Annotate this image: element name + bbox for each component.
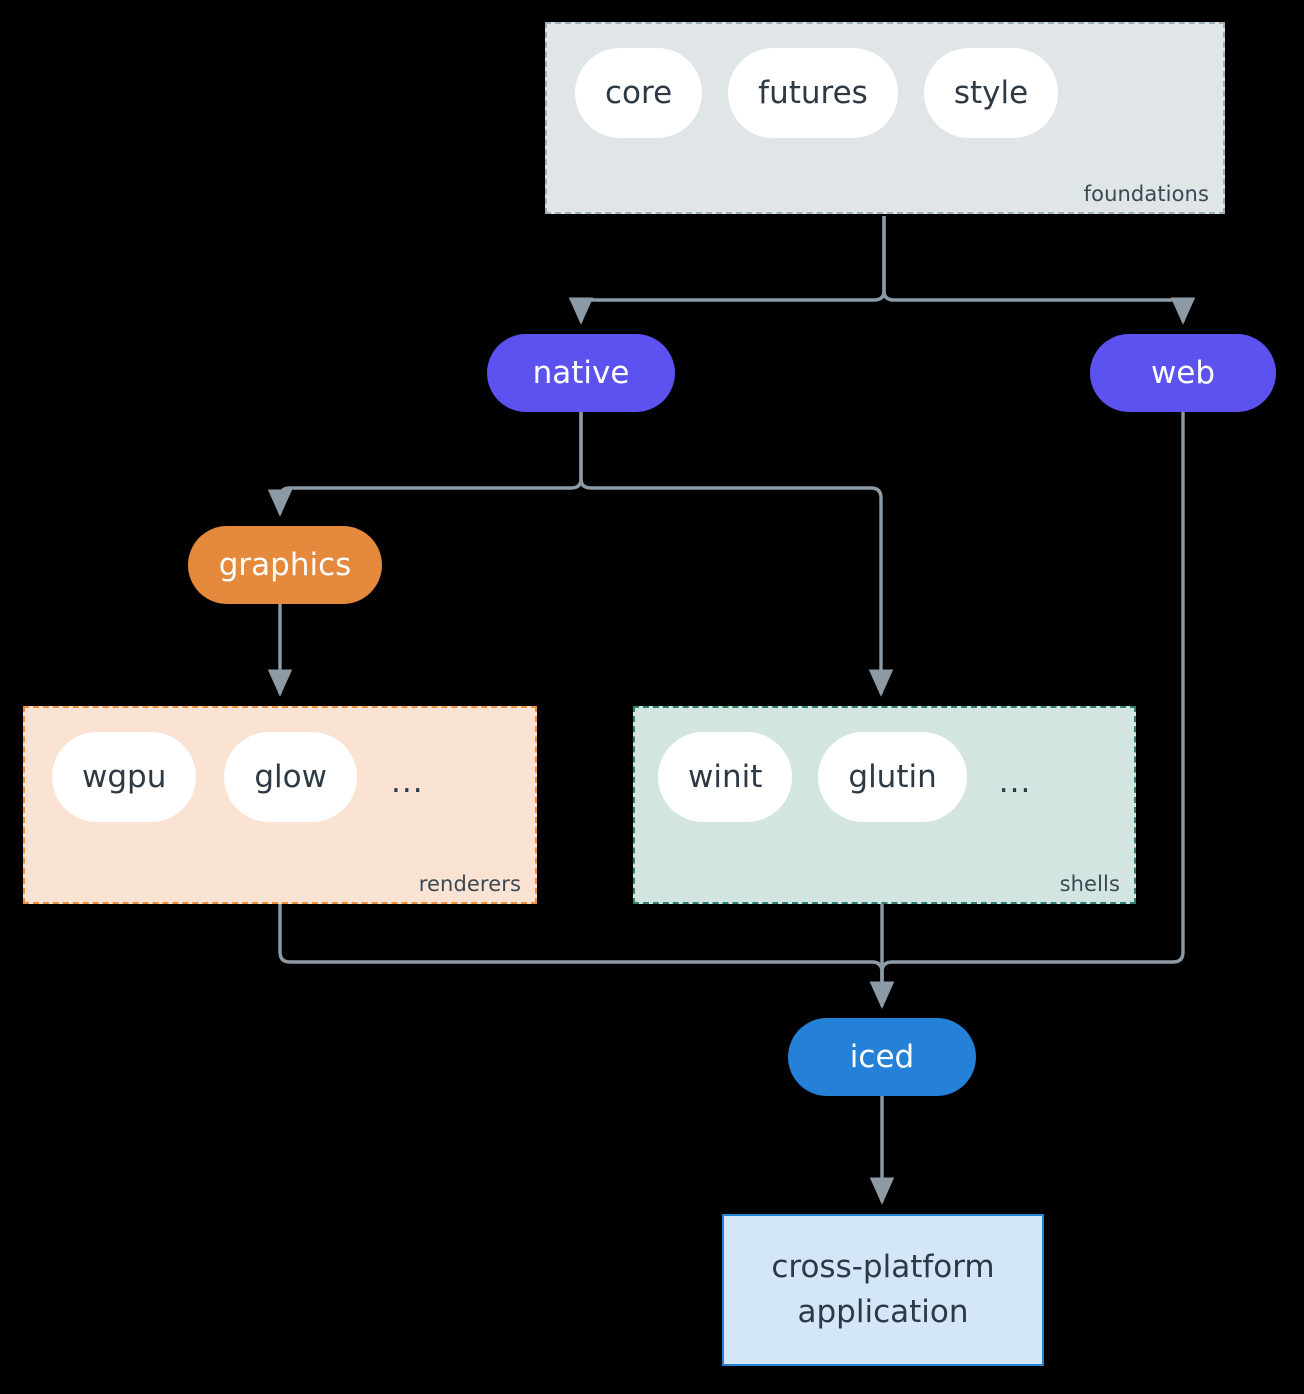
node-glow[interactable]: glow xyxy=(224,732,357,822)
node-winit[interactable]: winit xyxy=(658,732,793,822)
group-foundations: core futures style foundations xyxy=(545,22,1225,214)
node-native[interactable]: native xyxy=(487,334,675,412)
edge-renderers-iced xyxy=(278,904,895,1009)
group-shells: winit glutin ... shells xyxy=(633,706,1136,904)
group-shells-label: shells xyxy=(1059,872,1120,896)
group-renderers: wgpu glow ... renderers xyxy=(23,706,537,904)
edge-native-shells xyxy=(579,412,894,697)
edge-foundations-native xyxy=(568,216,886,325)
node-web[interactable]: web xyxy=(1090,334,1276,412)
application-line-2: application xyxy=(797,1294,969,1330)
edge-native-graphics xyxy=(267,412,583,517)
node-glutin[interactable]: glutin xyxy=(818,732,967,822)
group-foundations-items: core futures style xyxy=(575,48,1059,138)
group-renderers-label: renderers xyxy=(418,872,521,896)
node-cross-platform-application[interactable]: cross-platform application xyxy=(722,1214,1044,1366)
application-line-1: cross-platform xyxy=(771,1249,995,1286)
node-futures[interactable]: futures xyxy=(728,48,898,138)
group-renderers-items: wgpu glow ... xyxy=(52,732,430,822)
renderers-ellipsis: ... xyxy=(390,764,424,800)
node-core[interactable]: core xyxy=(575,48,703,138)
edge-foundations-web xyxy=(882,216,1196,325)
node-wgpu[interactable]: wgpu xyxy=(52,732,197,822)
node-style[interactable]: style xyxy=(923,48,1059,138)
group-shells-items: winit glutin ... xyxy=(658,732,1037,822)
group-foundations-label: foundations xyxy=(1083,182,1209,206)
shells-ellipsis: ... xyxy=(998,764,1032,800)
node-graphics[interactable]: graphics xyxy=(188,526,382,604)
node-iced[interactable]: iced xyxy=(788,1018,976,1096)
